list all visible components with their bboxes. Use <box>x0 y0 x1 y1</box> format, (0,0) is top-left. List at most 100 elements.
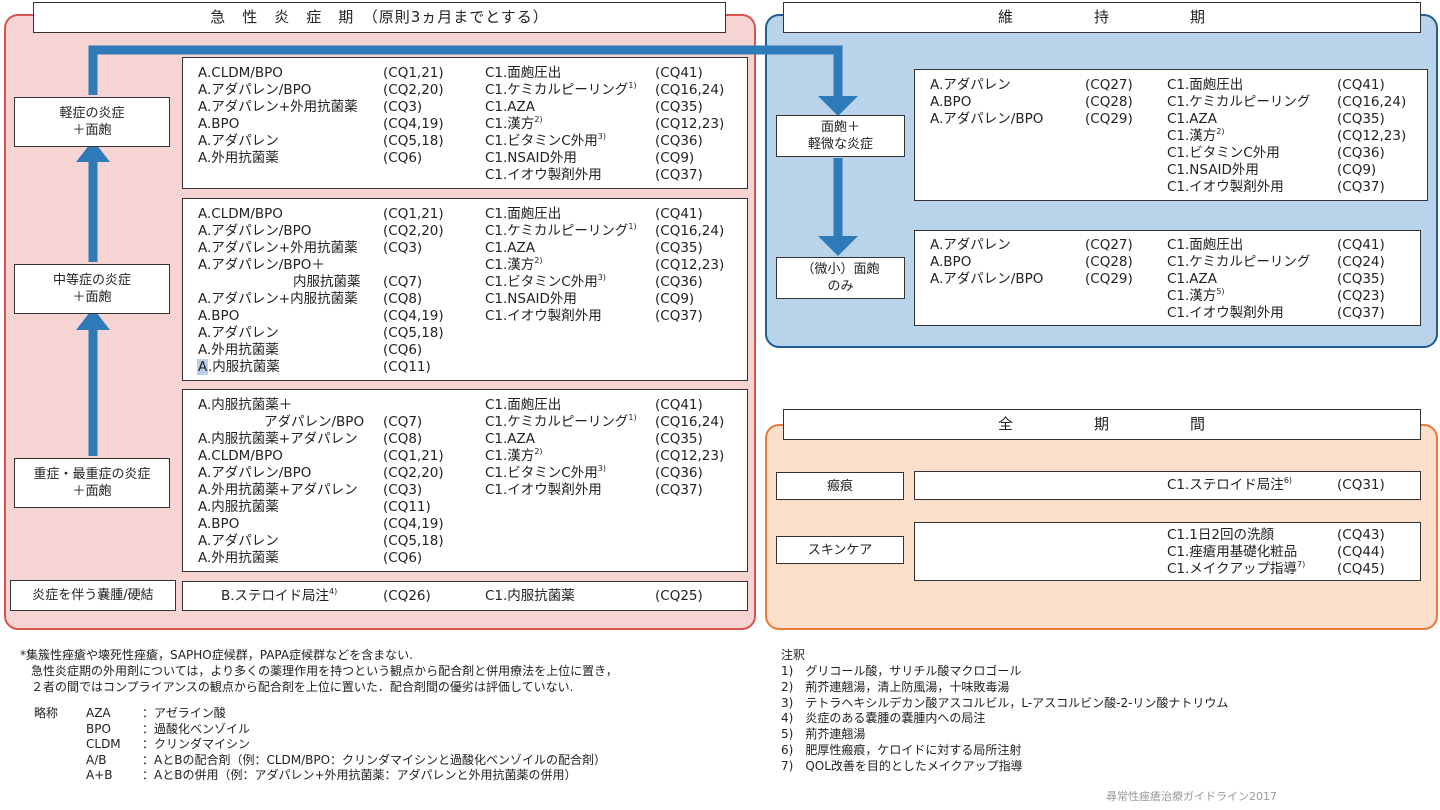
drug-label: A.外用抗菌薬+アダパレン <box>198 482 358 498</box>
mild-line2: ＋面皰 <box>72 123 112 138</box>
drug-name: C1.NSAID外用 <box>485 291 577 307</box>
cq-ref: (CQ27) <box>1085 237 1133 253</box>
drug-footnote-ref: 3) <box>597 464 606 473</box>
drug-label: A.BPO <box>930 94 972 110</box>
cq-ref: (CQ28) <box>1085 254 1133 270</box>
mild-severity-label: 軽症の炎症 ＋面皰 <box>14 97 170 147</box>
cq-ref: (CQ29) <box>1085 111 1133 127</box>
drug-label: C1.ケミカルピーリング1) <box>485 223 637 240</box>
drug-name: C1.ケミカルピーリング <box>485 223 629 239</box>
cq-ref: (CQ12,23) <box>655 257 725 273</box>
drug-label: C1.イオウ製剤外用 <box>485 308 602 325</box>
maintenance-box-2: A.アダパレン(CQ27)A.BPO(CQ28)A.アダパレン/BPO(CQ29… <box>914 230 1421 326</box>
drug-label: C1.面皰圧出 <box>485 206 561 223</box>
arrowhead-moderate <box>76 308 110 330</box>
drug-name: C1.イオウ製剤外用 <box>485 167 602 183</box>
drug-label: A.アダパレン/BPO <box>930 271 1044 287</box>
footnote-line-1: *集簇性痤瘡や壊死性痤瘡，SAPHO症候群，PAPA症候群などを含まない. <box>20 648 413 662</box>
drug-name: C1.ビタミンC外用 <box>485 465 598 481</box>
mild-line1: 軽症の炎症 <box>59 106 125 121</box>
cq-ref: (CQ45) <box>1337 561 1385 577</box>
cq-ref: (CQ36) <box>655 133 703 149</box>
micro-line1: （微小）面皰 <box>801 262 880 277</box>
cq-ref: (CQ28) <box>1085 94 1133 110</box>
cyst-right-cq: (CQ25) <box>655 588 703 604</box>
abbrev-title: 略称 <box>34 706 59 720</box>
drug-name: C1.面皰圧出 <box>1167 77 1244 93</box>
cq-ref: (CQ6) <box>383 342 423 358</box>
abbrev-key: AZA <box>86 706 111 720</box>
scar-label-text: 瘢痕 <box>826 478 853 494</box>
cq-ref: (CQ5,18) <box>383 533 444 549</box>
cq-ref: (CQ5,18) <box>383 325 444 341</box>
cyst-severity-label: 炎症を伴う嚢腫/硬結 <box>10 580 176 611</box>
drug-name: C1.AZA <box>485 240 536 256</box>
cq-ref: (CQ2,20) <box>383 82 444 98</box>
drug-name: C1.AZA <box>1167 111 1218 127</box>
drug-label: A.アダパレン/BPO＋ <box>198 257 325 273</box>
abbrev-desc: ：AとBの配合剤（例：CLDM/BPO：クリンダマイシンと過酸化ベンゾイルの配合… <box>142 752 607 767</box>
cq-ref: (CQ27) <box>1085 77 1133 93</box>
cq-ref: (CQ36) <box>655 465 703 481</box>
cq-ref: (CQ35) <box>655 99 703 115</box>
cq-ref: (CQ12,23) <box>655 116 725 132</box>
cq-ref: (CQ1,21) <box>383 448 444 464</box>
drug-footnote-ref: 2) <box>1216 127 1225 136</box>
cq-ref: (CQ35) <box>1337 111 1385 127</box>
drug-label: C1.ビタミンC外用3) <box>485 133 606 150</box>
drug-name: C1.イオウ製剤外用 <box>1167 305 1284 321</box>
drug-label: .内服抗菌薬 <box>208 359 280 375</box>
cyst-left-drug: B.ステロイド局注4) <box>221 587 338 605</box>
cq-ref: (CQ3) <box>383 482 423 498</box>
drug-label: C1.AZA <box>485 431 535 448</box>
drug-name: C1.イオウ製剤外用 <box>485 482 602 498</box>
footnote-line-2: 急性炎症期の外用剤については，より多くの薬理作用を持つという観点から配合剤と併用… <box>31 664 618 678</box>
scar-label: 瘢痕 <box>776 472 904 500</box>
comedone-line2: 軽微な炎症 <box>807 137 873 152</box>
drug-name: C1.ビタミンC外用 <box>485 133 598 149</box>
drug-name: C1.漢方 <box>485 257 535 273</box>
drug-label: A.BPO <box>930 254 972 270</box>
drug-label: A.アダパレン+外用抗菌薬 <box>198 240 358 256</box>
micro-comedone-label: （微小）面皰 のみ <box>776 257 905 299</box>
abbrev-desc: ：クリンダマイシン <box>142 737 251 751</box>
arrow-acute-to-maintenance <box>88 45 843 102</box>
drug-label: C1.漢方5) <box>1167 288 1225 305</box>
drug-name: C1.ケミカルピーリング <box>1167 254 1311 270</box>
drug-name: C1.イオウ製剤外用 <box>485 308 602 324</box>
drug-label: C1.ケミカルピーリング <box>1167 94 1310 111</box>
footnote-line-3: ２者の間ではコンプライアンスの観点から配合剤を上位に置いた．配合剤間の優劣は評価… <box>31 680 574 694</box>
drug-name: C1.メイクアップ指導 <box>1167 561 1298 577</box>
highlight-letter: A <box>198 359 208 375</box>
maintenance-box-1: A.アダパレン(CQ27)A.BPO(CQ28)A.アダパレン/BPO(CQ29… <box>914 69 1428 201</box>
drug-name: C1.イオウ製剤外用 <box>1167 179 1284 195</box>
cq-ref: (CQ37) <box>655 167 703 183</box>
drug-label: A.アダパレン <box>198 325 279 341</box>
cq-ref: (CQ5,18) <box>383 133 444 149</box>
cq-ref: (CQ36) <box>655 274 703 290</box>
abbrev-key: A/B <box>86 752 107 767</box>
cq-ref: (CQ6) <box>383 550 423 566</box>
drug-label: C1.ケミカルピーリング <box>1167 254 1310 271</box>
cq-ref: (CQ4,19) <box>383 516 444 532</box>
cq-ref: (CQ9) <box>1337 162 1377 178</box>
drug-label: A.CLDM/BPO <box>198 65 283 81</box>
cq-ref: (CQ3) <box>383 99 423 115</box>
note-item: 7) QOL改善を目的としたメイクアップ指導 <box>781 758 1023 773</box>
drug-footnote-ref: 7) <box>1297 560 1306 569</box>
cq-ref: (CQ2,20) <box>383 465 444 481</box>
note-item: 5) 荊芥連翹湯 <box>781 727 866 742</box>
drug-label: A.アダパレン/BPO <box>930 111 1044 127</box>
drug-name: C1.AZA <box>485 99 536 115</box>
cq-ref: (CQ1,21) <box>383 206 444 222</box>
maintenance-phase-title: 維 持 期 <box>783 2 1421 33</box>
cq-ref: (CQ44) <box>1337 544 1385 560</box>
abbrev-key: CLDM <box>86 737 121 751</box>
drug-label: C1.ケミカルピーリング1) <box>485 82 637 99</box>
drug-footnote-ref: 1) <box>628 413 637 422</box>
cq-ref: (CQ12,23) <box>1337 128 1407 144</box>
drug-label: C1.NSAID外用 <box>1167 162 1259 179</box>
severe-line1: 重症・最重症の炎症 <box>33 467 151 482</box>
cq-ref: (CQ3) <box>383 240 423 256</box>
drug-label: C1.面皰圧出 <box>1167 77 1243 94</box>
